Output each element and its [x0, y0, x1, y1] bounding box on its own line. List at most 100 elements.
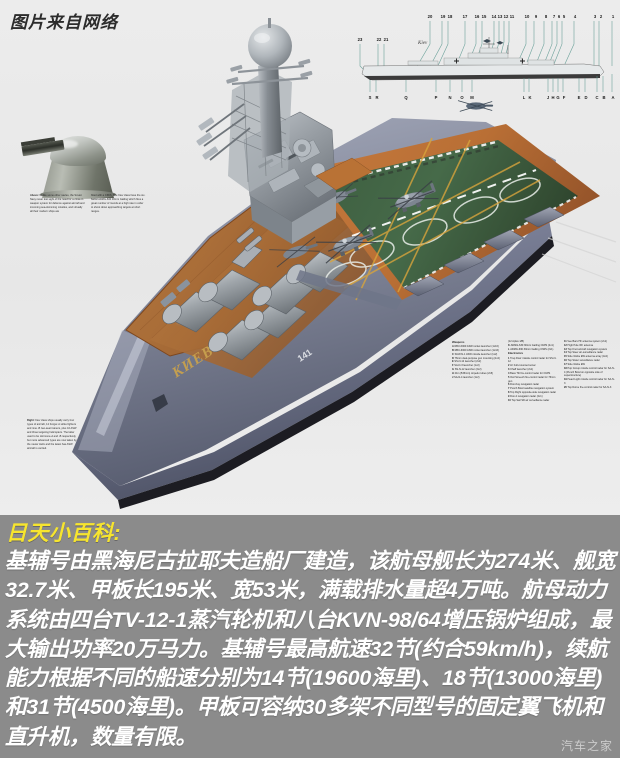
right-caption-text: Kiev class ships usually carry four type… — [27, 419, 77, 451]
svg-text:5: 5 — [563, 14, 566, 19]
legend-heading-weapons: Weapons — [452, 340, 465, 344]
right-caption: Right: Kiev class ships usually carry fo… — [27, 419, 77, 451]
svg-text:M: M — [470, 95, 474, 100]
svg-text:14: 14 — [492, 14, 497, 19]
legend-item: 17 Side Globe EW — [564, 363, 615, 367]
legend-item: 14 Top Steer air-surveillance radar — [564, 351, 615, 355]
legend-item: 11 Vee Bars HF antenna system (2x1) — [564, 340, 615, 344]
svg-text:3: 3 — [594, 14, 597, 19]
legend-item-key: F — [452, 364, 455, 368]
legend-item-key: 5 — [508, 375, 511, 379]
svg-text:11: 11 — [510, 14, 515, 19]
legend-column-2: (12 Aplus 1/B)K ADMG-630 30mm Gatling CI… — [508, 340, 559, 402]
legend-item-text: Bass Tilt fire-control radar for CIWS — [510, 371, 551, 375]
svg-text:K: K — [528, 95, 531, 100]
inset-caption-lead: Above: — [30, 194, 39, 197]
turret-rim — [40, 190, 116, 199]
legend-item-text: SA-N-4 launcher (1x2) — [454, 375, 480, 379]
legend-item-key: 4 — [508, 371, 511, 375]
inset-caption: Above: Unlike some other navies, the Sov… — [30, 194, 146, 214]
svg-text:19: 19 — [441, 14, 446, 19]
legend-item-text: Side Globe EW antenna array (4x2) — [567, 355, 608, 359]
legend-item: F SA-N-3 launcher (1x2) — [452, 364, 503, 368]
legend-item-key: G — [452, 368, 455, 372]
legend-item: 8 Top Flight opposite-side navigation ra… — [508, 391, 559, 395]
legend-item-key: 16 — [564, 359, 568, 363]
svg-text:A: A — [611, 95, 614, 100]
legend-item-text: SA-N-3 launcher (1x2) — [454, 364, 480, 368]
legend-item-text: Punch Bowl satellite navigation system — [510, 387, 555, 391]
legend-item: 1 Trap Door missile control radar for SS… — [508, 357, 559, 365]
legend-item: D 76mm dual-purpose gun mounting (1x2) — [452, 357, 503, 361]
legend-item: B RBU-6000 ASW rocket launcher (1x16) — [452, 349, 503, 353]
profile-diagram: 20 19 18 17 16 15 14 13 12 11 10 9 8 7 6… — [348, 4, 616, 112]
svg-text:D: D — [584, 95, 587, 100]
legend-item: 13 Top Knot aircraft navigation system — [564, 348, 615, 352]
legend-item: 4 Bass Tilt fire-control radar for CIWS — [508, 372, 559, 376]
article-text-block: 日天小百科: 基辅号由黑海尼古拉耶夫造船厂建造，该航母舰长为274米、舰宽32.… — [0, 515, 620, 758]
legend-column-1: Weapons A RBU-6000 ASW rocket launcher (… — [452, 340, 503, 402]
legend-item-text: SS-N-12 launcher (2x2) — [454, 360, 482, 364]
svg-text:Kiev: Kiev — [417, 41, 428, 46]
watermark-top-left: 图片来自网络 — [10, 13, 118, 32]
key-legend: Weapons A RBU-6000 ASW rocket launcher (… — [452, 340, 616, 402]
svg-text:6: 6 — [558, 14, 561, 19]
legend-item: E SS-N-12 launcher (2x2) — [452, 360, 503, 364]
legend-item-key: K — [508, 343, 511, 347]
legend-item-key: H — [452, 371, 455, 375]
legend-item-text: Owl Screech fire-control radar for 76mm … — [508, 375, 556, 383]
legend-item-text: RBU-6000 ASW rocket launcher (1x16) — [454, 349, 499, 352]
svg-text:17: 17 — [463, 14, 468, 19]
legend-item: 19 Head Light missile control radar for … — [564, 378, 615, 386]
legend-item-text: Top Dome fire-control radar for SA-N-3 — [567, 385, 612, 389]
svg-text:9: 9 — [535, 14, 538, 19]
watermark-bottom-right: 汽车之家 — [560, 739, 613, 753]
legend-item-text: Chaff launcher (2x1) — [510, 368, 534, 372]
legend-item-text: Top Sister surveillance radar — [567, 359, 600, 363]
svg-text:H: H — [551, 95, 554, 100]
legend-item-text: Head Light missile control radar for SA-… — [564, 378, 615, 385]
svg-text:15: 15 — [482, 14, 487, 19]
legend-item: A RBU-6000 ASW rocket launcher (1x16) — [452, 345, 503, 349]
legend-item: 3 Chaff launcher (2x1) — [508, 368, 559, 372]
legend-item: 5 Owl Screech fire-control radar for 76m… — [508, 376, 559, 384]
svg-text:23: 23 — [358, 37, 363, 42]
legend-item-key: 18 — [564, 366, 568, 370]
legend-item-text: ADMG-630 30mm Gatling CIWS (2x1) — [510, 347, 554, 351]
legend-item: 16 Top Sister surveillance radar — [564, 359, 615, 363]
legend-item: 15 Side Globe EW antenna array (4x2) — [564, 355, 615, 359]
svg-text:22: 22 — [377, 37, 382, 42]
legend-item: G SS-N-12 launcher (2x2) — [452, 368, 503, 372]
legend-item-text: High Pole IFF antenna — [567, 343, 594, 347]
legend-item-text: SS-N-12 launcher (2x2) — [454, 368, 482, 372]
legend-column-3: 11 Vee Bars HF antenna system (2x1)12 Hi… — [564, 340, 615, 402]
legend-item: 9 Don-2 navigation radar (2x1) — [508, 395, 559, 399]
legend-item-key: D — [452, 356, 455, 360]
ciws-turret-inset: Above: Unlike some other navies, the Sov… — [16, 132, 148, 247]
legend-item-text: Top Sail SD air surveillance radar — [511, 398, 550, 402]
legend-item: (12 Aplus 1/B) — [508, 340, 559, 344]
legend-item-text: Don-2 navigation radar (2x1) — [510, 394, 543, 398]
legend-item-key: B — [452, 349, 455, 352]
legend-item-key: 12 — [564, 343, 568, 347]
legend-item: 7 Punch Bowl satellite navigation system — [508, 387, 559, 391]
legend-item-key: 11 — [564, 340, 568, 343]
legend-item: 6 Don-Kay navigation radar — [508, 383, 559, 387]
legend-item-key: C — [452, 352, 455, 356]
legend-item-key: 14 — [564, 351, 568, 355]
legend-item-text: Top Flight opposite-side navigation rada… — [510, 390, 556, 394]
legend-item: 20 Top Dome fire-control radar for SA-N-… — [564, 386, 615, 390]
legend-item-text: 21in (533mm) torpedo tubes (2x5) — [454, 371, 494, 375]
inset-caption-col1: Above: Unlike some other navies, the Sov… — [30, 194, 85, 214]
inset-caption-col2: fitted with a CIWS. The Kiev class have … — [91, 194, 146, 213]
legend-item-key: 7 — [508, 387, 511, 391]
legend-item-key: 19 — [564, 378, 568, 382]
legend-item-text: RBU-6000 ASW rocket launcher (1x16) — [454, 345, 499, 349]
legend-item-text: SUW-N-1 ASW missile launcher (1x2) — [454, 352, 498, 356]
inset-caption-text1: Unlike some other navies, the Soviet Nav… — [30, 194, 85, 213]
legend-item-key: 1 — [508, 356, 511, 360]
legend-item-key: 3 — [508, 368, 511, 372]
svg-text:G: G — [556, 95, 559, 100]
svg-text:L: L — [523, 95, 526, 100]
